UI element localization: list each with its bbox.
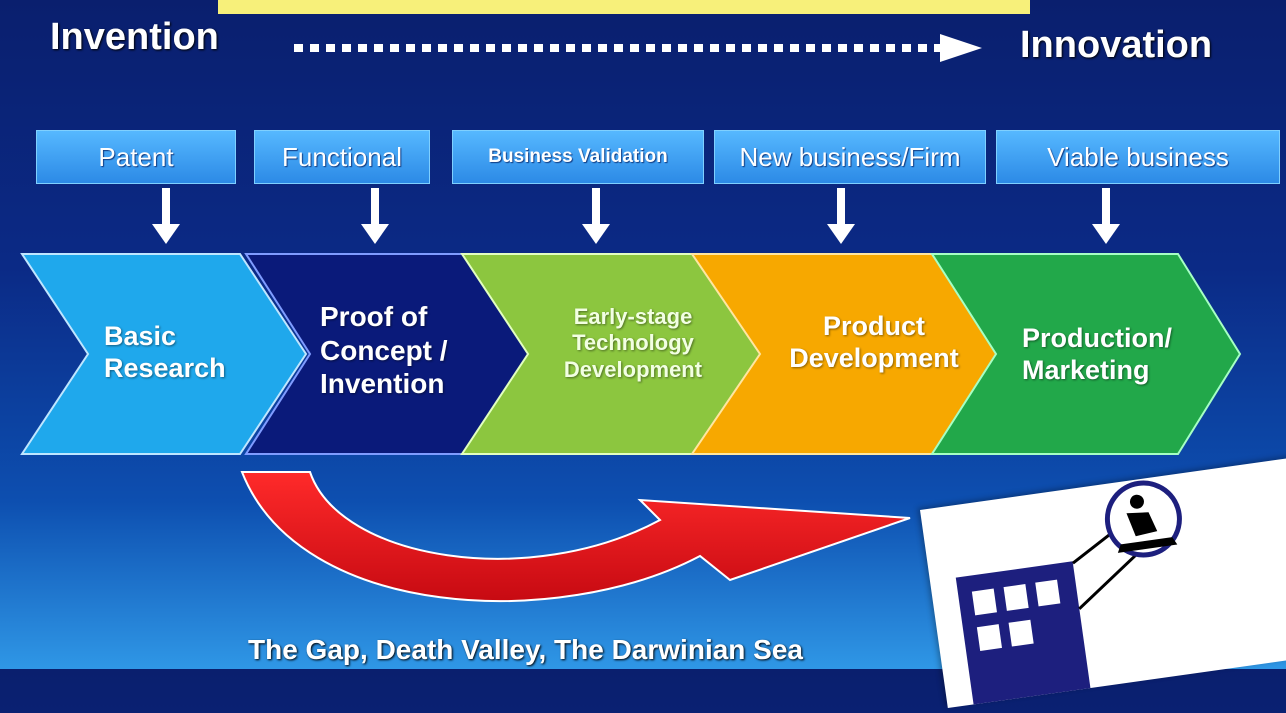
down-arrow-icon — [152, 188, 180, 244]
down-arrow-icon — [1092, 188, 1120, 244]
label-new-business: New business/Firm — [714, 130, 986, 184]
top-highlight-bar — [218, 0, 1030, 14]
label-functional: Functional — [254, 130, 430, 184]
innovation-label: Innovation — [1020, 24, 1213, 66]
down-arrow-icon — [582, 188, 610, 244]
building-with-person-icon — [955, 480, 1182, 713]
chevron-production-marketing — [930, 253, 1242, 455]
label-business-validation: Business Validation — [452, 130, 704, 184]
gap-caption: The Gap, Death Valley, The Darwinian Sea — [248, 634, 803, 665]
corner-illustration-card — [920, 454, 1286, 713]
down-arrow-icon — [827, 188, 855, 244]
down-arrow-icon — [361, 188, 389, 244]
label-patent: Patent — [36, 130, 236, 184]
chevron-basic-research — [20, 253, 308, 455]
gap-arrow — [240, 471, 911, 603]
invention-label: Invention — [50, 16, 219, 58]
down-arrows — [152, 188, 1120, 244]
stage-production-marketing: Production/Marketing — [1022, 323, 1172, 386]
label-viable-business: Viable business — [996, 130, 1280, 184]
invention-to-innovation-arrow — [294, 34, 982, 62]
process-chevrons — [20, 253, 1242, 455]
